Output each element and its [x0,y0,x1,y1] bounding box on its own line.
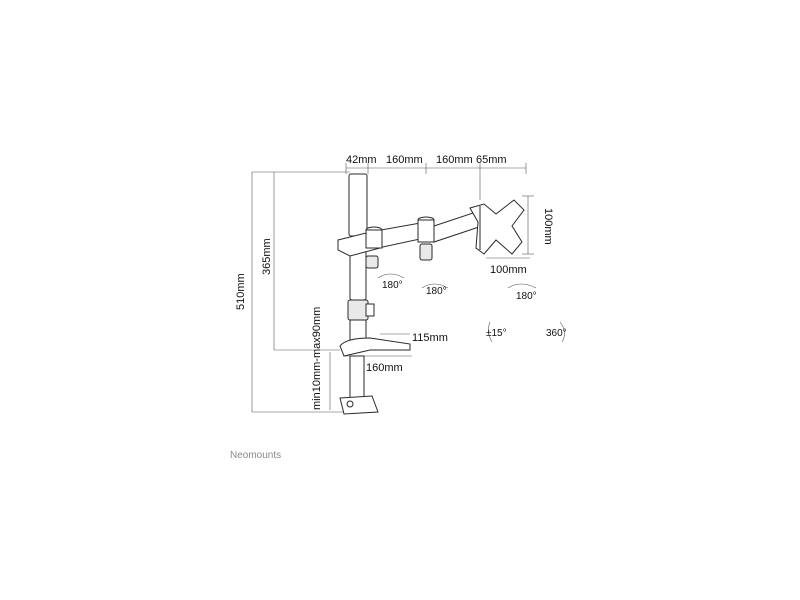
label-arm-joint-2-rotation: 180° [426,286,447,297]
joint-2 [417,219,435,243]
mount-drawing [337,173,525,415]
clamp-top [339,337,411,357]
pole-upper [348,173,368,237]
joint-1 [365,229,383,249]
label-vesa-height: 100mm [542,208,554,245]
rotation-arcs [377,273,565,343]
joint-handle-1 [365,255,379,269]
label-desk-thickness: min10mm-max90mm [311,307,323,410]
clamp-bolt [346,400,354,408]
clamp-bottom [339,395,379,415]
clamp-screw [349,355,365,399]
label-rotate: 360° [546,328,567,339]
label-arm-height: 365mm [261,238,273,275]
vesa-plate [469,199,525,255]
label-clamp-depth: 115mm [412,332,448,344]
pole-collar [347,299,369,321]
brand-label: Neomounts [230,450,281,461]
label-base-width: 160mm [366,362,403,374]
label-head-depth: 65mm [476,154,507,166]
label-pole-width: 42mm [346,154,377,166]
label-tilt: ±15° [486,328,507,339]
label-total-height: 510mm [235,273,247,310]
label-arm-segment-2: 160mm [436,154,473,166]
pole-middle [349,249,367,301]
label-arm-segment-1: 160mm [386,154,423,166]
dimension-lines [251,163,534,413]
label-head-swivel: 180° [516,291,537,302]
label-vesa-width: 100mm [490,264,527,276]
pole-knob [365,303,375,317]
joint-handle-2 [419,243,433,261]
label-arm-joint-1-rotation: 180° [382,280,403,291]
